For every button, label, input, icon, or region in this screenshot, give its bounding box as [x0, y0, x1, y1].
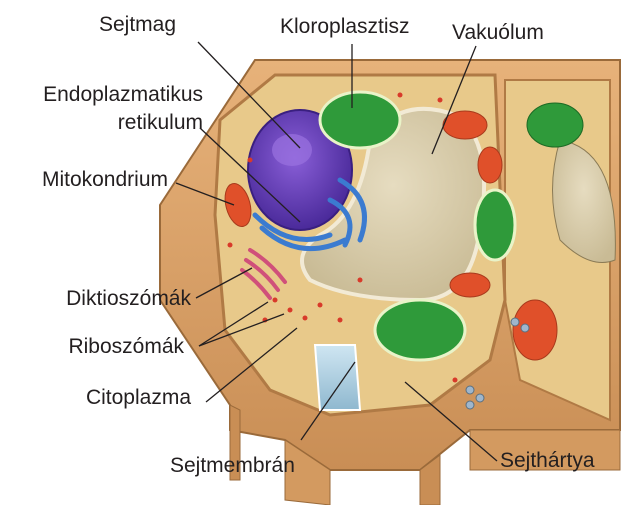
label-golgi: Diktioszómák [66, 288, 191, 309]
label-ribosomes: Riboszómák [68, 336, 184, 357]
label-er-line1: Endoplazmatikus [43, 84, 203, 105]
label-mitochondrion: Mitokondrium [42, 169, 168, 190]
label-cytoplasm: Citoplazma [86, 387, 191, 408]
label-cell-wall: Sejthártya [500, 450, 595, 471]
neighbour-cell [505, 80, 615, 420]
membrane-window [315, 345, 360, 410]
label-chloroplast: Kloroplasztisz [280, 16, 410, 37]
label-vacuole: Vakuólum [452, 22, 544, 43]
label-cell-membrane: Sejtmembrán [170, 455, 295, 476]
label-er-line2: retikulum [118, 112, 203, 133]
label-nucleus: Sejtmag [99, 14, 176, 35]
